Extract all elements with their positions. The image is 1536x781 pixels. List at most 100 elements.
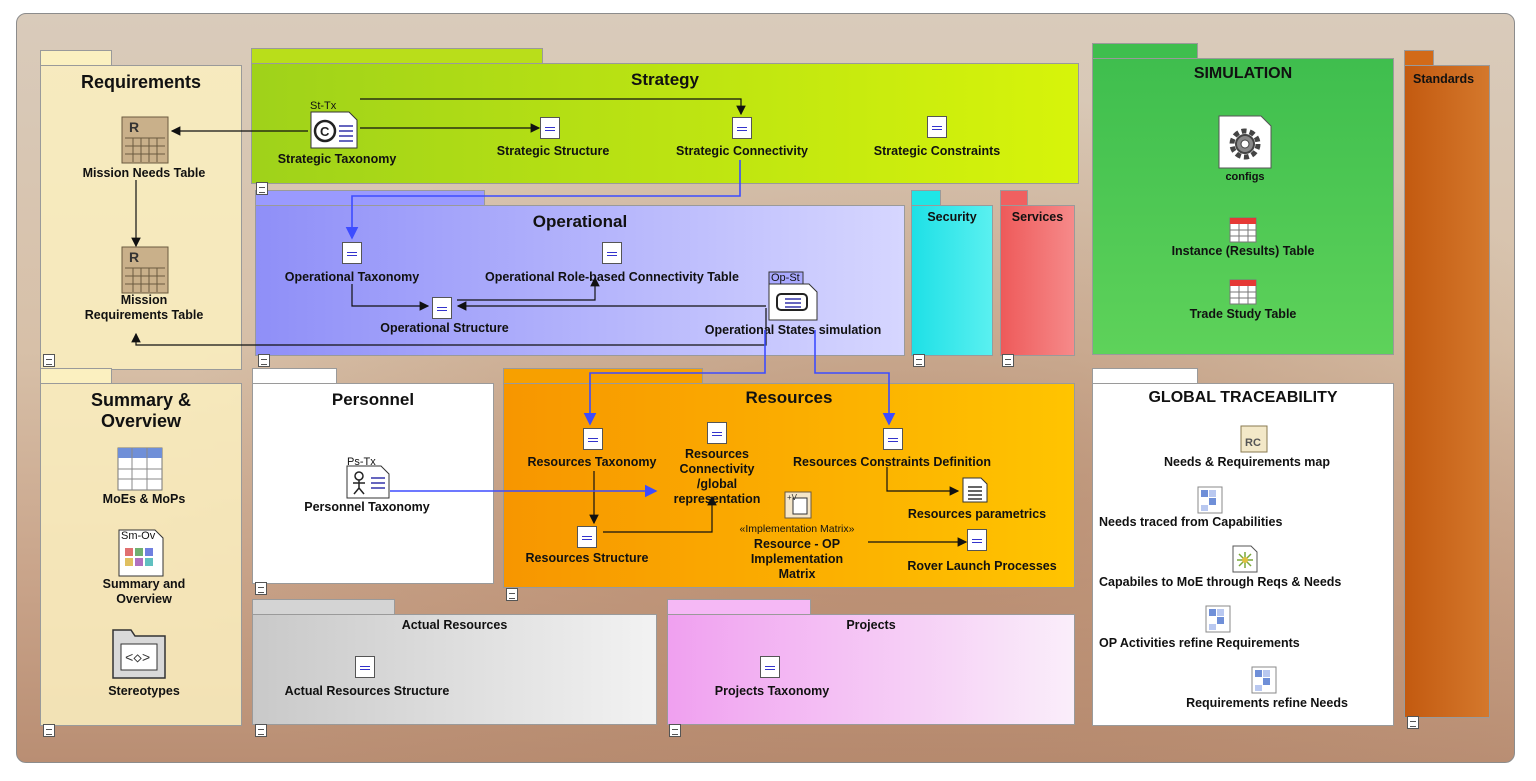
resources-parametrics-label[interactable]: Resources parametrics — [907, 507, 1047, 521]
implementation-label-3[interactable]: Matrix — [778, 567, 816, 581]
operational-role-connectivity-icon[interactable] — [602, 242, 622, 264]
matrix-icon[interactable] — [1205, 605, 1231, 633]
note-icon — [506, 588, 518, 601]
capabilities-moe-label[interactable]: Capabiles to MoE through Reqs & Needs — [1099, 575, 1342, 589]
note-icon — [1002, 354, 1014, 367]
strategic-constraints-label[interactable]: Strategic Constraints — [873, 144, 1001, 158]
svg-text:R: R — [129, 249, 139, 265]
strategic-connectivity-icon[interactable] — [732, 117, 752, 139]
op-st-code: Op-St — [771, 272, 800, 284]
operational-taxonomy-icon[interactable] — [342, 242, 362, 264]
actual-resources-package[interactable]: Actual Resources — [252, 599, 657, 725]
operational-states-icon[interactable] — [767, 270, 819, 322]
table-r-icon[interactable]: R — [121, 116, 169, 164]
relation-map-icon[interactable] — [1231, 544, 1259, 574]
stereotypes-icon[interactable]: <◇> — [111, 624, 167, 680]
sm-ov-code: Sm-Ov — [121, 530, 156, 542]
resources-connectivity-label-3[interactable]: /global — [696, 477, 738, 491]
implementation-stereotype: «Implementation Matrix» — [739, 523, 855, 535]
resources-structure-label[interactable]: Resources Structure — [525, 551, 649, 565]
gear-icon[interactable] — [1217, 114, 1273, 170]
simulation-package[interactable]: SIMULATION — [1092, 43, 1394, 355]
rover-launch-label[interactable]: Rover Launch Processes — [907, 559, 1057, 573]
moes-mops-label[interactable]: MoEs & MoPs — [102, 492, 186, 506]
table-icon[interactable] — [1229, 217, 1257, 243]
resources-constraints-icon[interactable] — [883, 428, 903, 450]
resources-connectivity-label-4[interactable]: representation — [673, 492, 761, 506]
global-title: GLOBAL TRACEABILITY — [1148, 389, 1338, 406]
simulation-title: SIMULATION — [1193, 65, 1293, 82]
mission-requirements-label-2[interactable]: Requirements Table — [84, 308, 204, 322]
rover-launch-icon[interactable] — [967, 529, 987, 551]
resources-structure-icon[interactable] — [577, 526, 597, 548]
requirements-refine-needs-label[interactable]: Requirements refine Needs — [1186, 696, 1348, 710]
note-icon — [256, 182, 268, 195]
resources-connectivity-label-2[interactable]: Connectivity — [679, 462, 755, 476]
matrix-icon[interactable] — [1197, 486, 1223, 514]
summary-overview-label-2[interactable]: Overview — [116, 592, 172, 606]
table-r-icon[interactable]: R — [121, 246, 169, 294]
strategy-title: Strategy — [630, 70, 700, 89]
strategic-structure-icon[interactable] — [540, 117, 560, 139]
operational-role-connectivity-label[interactable]: Operational Role-based Connectivity Tabl… — [485, 270, 739, 284]
strategic-connectivity-label[interactable]: Strategic Connectivity — [676, 144, 808, 158]
trade-study-table-label[interactable]: Trade Study Table — [1189, 307, 1297, 321]
needs-requirements-map-label[interactable]: Needs & Requirements map — [1163, 455, 1331, 469]
personnel-taxonomy-icon[interactable] — [345, 454, 391, 500]
strategic-constraints-icon[interactable] — [927, 116, 947, 138]
mission-requirements-label-1[interactable]: Mission — [120, 293, 168, 307]
projects-taxonomy-label[interactable]: Projects Taxonomy — [714, 684, 830, 698]
personnel-taxonomy-label[interactable]: Personnel Taxonomy — [304, 500, 430, 514]
security-package[interactable]: Security — [911, 190, 993, 356]
resources-connectivity-icon[interactable] — [707, 422, 727, 444]
resources-connectivity-label-1[interactable]: Resources — [685, 447, 749, 461]
strategic-taxonomy-icon[interactable]: C — [309, 98, 359, 150]
svg-text:+V: +V — [787, 493, 798, 502]
matrix-icon[interactable] — [1251, 666, 1277, 694]
standards-package[interactable]: Standards — [1404, 50, 1490, 718]
resources-constraints-label[interactable]: Resources Constraints Definition — [793, 455, 991, 469]
stereotypes-label[interactable]: Stereotypes — [108, 684, 180, 698]
actual-resources-structure-label[interactable]: Actual Resources Structure — [284, 684, 450, 698]
projects-taxonomy-icon[interactable] — [760, 656, 780, 678]
implementation-label-2[interactable]: Implementation — [750, 552, 844, 566]
note-icon — [669, 724, 681, 737]
table-icon[interactable] — [117, 447, 163, 491]
operational-structure-label[interactable]: Operational Structure — [380, 321, 509, 335]
note-icon — [255, 582, 267, 595]
operational-states-label[interactable]: Operational States simulation — [704, 323, 882, 337]
note-icon — [43, 724, 55, 737]
summary-overview-label-1[interactable]: Summary and — [102, 577, 186, 591]
note-icon — [1407, 716, 1419, 729]
instance-results-table-label[interactable]: Instance (Results) Table — [1171, 244, 1315, 258]
implementation-matrix-icon[interactable]: +V — [783, 490, 813, 520]
actual-title: Actual Resources — [401, 618, 508, 632]
summary-title-2: Overview — [100, 411, 182, 431]
standards-title: Standards — [1413, 72, 1475, 86]
strategic-structure-label[interactable]: Strategic Structure — [496, 144, 610, 158]
needs-traced-label[interactable]: Needs traced from Capabilities — [1099, 515, 1283, 529]
svg-text:<◇>: <◇> — [125, 651, 150, 667]
resources-taxonomy-icon[interactable] — [583, 428, 603, 450]
implementation-label-1[interactable]: Resource - OP — [753, 537, 841, 551]
note-icon — [913, 354, 925, 367]
table-icon[interactable] — [1229, 279, 1257, 305]
configs-label[interactable]: configs — [1225, 171, 1265, 183]
diagram-canvas: Requirements Strategy Operational Securi… — [16, 13, 1515, 763]
projects-package[interactable]: Projects — [667, 599, 1075, 725]
op-activities-label[interactable]: OP Activities refine Requirements — [1099, 636, 1300, 650]
resources-title: Resources — [745, 388, 833, 407]
operational-structure-icon[interactable] — [432, 297, 452, 319]
note-icon — [258, 354, 270, 367]
summary-overview-icon[interactable] — [117, 528, 165, 578]
mission-needs-table-label[interactable]: Mission Needs Table — [82, 166, 206, 180]
projects-title: Projects — [846, 618, 896, 632]
strategic-taxonomy-label[interactable]: Strategic Taxonomy — [277, 152, 397, 166]
parametrics-icon[interactable] — [961, 476, 989, 504]
rc-map-icon[interactable]: RC — [1239, 424, 1269, 454]
services-package[interactable]: Services — [1000, 190, 1075, 356]
actual-resources-structure-icon[interactable] — [355, 656, 375, 678]
st-tx-code: St-Tx — [310, 100, 337, 112]
operational-taxonomy-label[interactable]: Operational Taxonomy — [284, 270, 420, 284]
resources-taxonomy-label[interactable]: Resources Taxonomy — [527, 455, 657, 469]
